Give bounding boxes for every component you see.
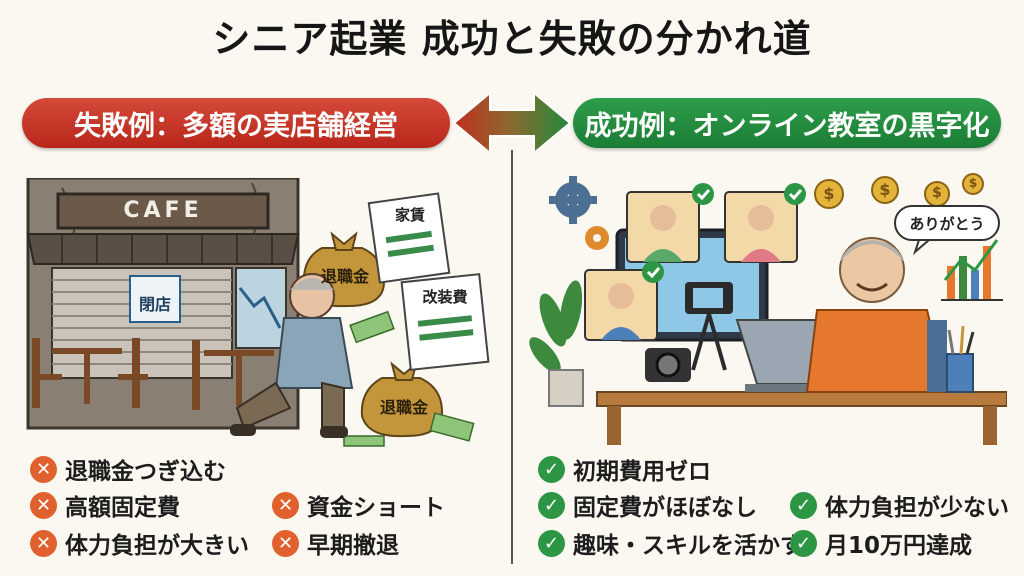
check-mark-icon: ✓ — [790, 491, 817, 519]
rent-document — [367, 192, 451, 284]
failure-banner: 失敗例：多額の実店舗経営 — [22, 98, 450, 148]
coin-icon — [814, 173, 984, 209]
growth-chart-icon — [941, 239, 1003, 301]
success-item: ✓ 固定費がほぼなし — [538, 488, 757, 522]
failure-item: ✕ 資金ショート — [272, 488, 445, 522]
coin-symbol: $ — [932, 185, 942, 201]
x-mark-icon: ✕ — [30, 455, 57, 483]
page-title: シニア起業 成功と失敗の分かれ道 — [212, 17, 812, 61]
check-mark-icon: ✓ — [790, 529, 817, 557]
gear-icon — [549, 176, 597, 224]
camera-icon — [645, 282, 733, 382]
cafe-sign-text: CAFE — [123, 198, 203, 223]
success-item: ✓ 体力負担が少ない — [790, 488, 1009, 522]
success-item: ✓ 初期費用ゼロ — [538, 452, 711, 486]
failure-item: ✕ 体力負担が大きい — [30, 526, 249, 560]
rent-doc-label: 家賃 — [394, 206, 425, 224]
desk — [596, 391, 1007, 407]
video-tile-3 — [584, 261, 664, 341]
renovation-document — [400, 273, 490, 371]
x-mark-icon: ✕ — [30, 529, 57, 557]
sad-senior-man — [230, 273, 354, 438]
plant — [529, 280, 584, 407]
speech-bubble-text: ありがとう — [909, 215, 985, 233]
failure-item: ✕ 退職金つぎ込む — [30, 452, 226, 486]
retirement-money-bag-2 — [360, 361, 444, 438]
gear-icon — [585, 226, 609, 250]
failure-illustration — [26, 178, 490, 447]
check-mark-icon: ✓ — [538, 455, 565, 483]
success-item: ✓ 月10万円達成 — [790, 526, 972, 560]
failure-item: ✕ 高額固定費 — [30, 488, 180, 522]
success-banner: 成功例：オンライン教室の黒字化 — [573, 98, 1001, 148]
video-tile-2 — [724, 183, 806, 263]
coin-symbol: $ — [968, 176, 978, 190]
check-mark-icon: ✓ — [538, 529, 565, 557]
failure-item: ✕ 早期撤退 — [272, 526, 399, 560]
closed-sign — [129, 275, 181, 323]
x-mark-icon: ✕ — [272, 529, 299, 557]
happy-senior-man — [805, 237, 949, 393]
video-tile-1 — [626, 183, 714, 263]
x-mark-icon: ✕ — [30, 491, 57, 519]
coin-symbol: $ — [823, 184, 835, 203]
speech-bubble — [894, 205, 1000, 241]
closed-sign-text: 閉店 — [138, 295, 171, 314]
success-item: ✓ 趣味・スキルを活かす — [538, 526, 803, 560]
bag-label-1: 退職金 — [320, 267, 369, 286]
coin-symbol: $ — [879, 180, 891, 199]
success-illustration — [529, 173, 1007, 445]
pencil-cup — [946, 353, 974, 393]
bag-label-2: 退職金 — [379, 398, 428, 417]
cafe-sign-board — [56, 192, 270, 230]
center-divider — [511, 150, 513, 564]
check-mark-icon: ✓ — [538, 491, 565, 519]
double-arrow-icon — [452, 90, 572, 156]
renovation-doc-label: 改装費 — [422, 288, 468, 306]
cafe-furniture — [32, 338, 274, 410]
x-mark-icon: ✕ — [272, 491, 299, 519]
